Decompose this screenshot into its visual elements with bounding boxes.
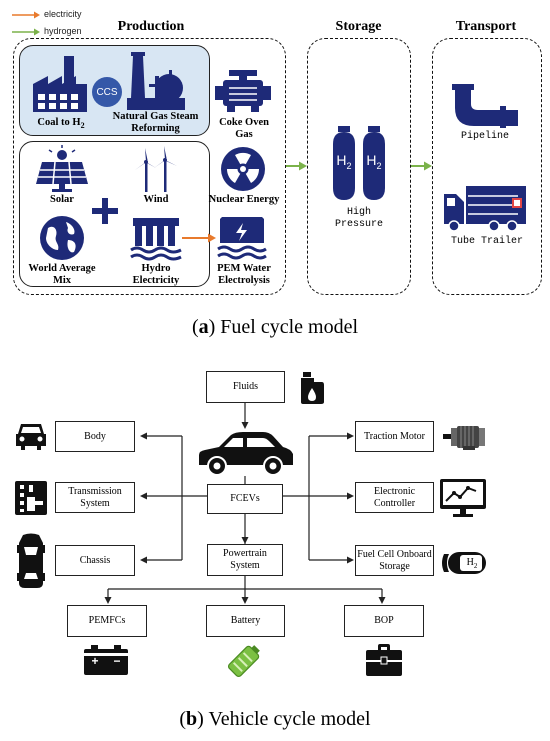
fluid-bottle-icon: [301, 372, 324, 404]
body-box: Body: [55, 421, 135, 452]
hydrogen-cylinder-icon: [442, 552, 486, 574]
renewable-group: [19, 141, 210, 287]
battery-plus-sign: +: [91, 654, 99, 668]
pem-electrolysis-icon: [217, 217, 267, 260]
coal-label: Coal to H2: [37, 117, 85, 131]
legend-hydrogen-label: hydrogen: [44, 26, 82, 36]
legend-electricity-arrow: [12, 11, 40, 19]
production-section: [13, 38, 286, 295]
storage-title: Storage: [335, 19, 382, 34]
coke-oven-icon: [215, 70, 271, 112]
fcev-car-icon: [199, 432, 293, 476]
transport-title: Transport: [455, 19, 517, 34]
coke-label: Coke Oven Gas: [219, 117, 269, 140]
fuel-cell-storage-box: Fuel Cell Onboard Storage: [355, 545, 434, 576]
pemfcs-box: PEMFCs: [67, 605, 147, 637]
tube-trailer-label: Tube Trailer: [450, 236, 523, 247]
fuel-cell-battery-icon: [84, 645, 128, 675]
body-car-icon: [16, 424, 46, 450]
toolbox-icon: [366, 644, 402, 676]
production-title: Production: [117, 19, 185, 34]
traction-motor-box: Traction Motor: [355, 421, 434, 452]
fluids-box: Fluids: [206, 371, 285, 403]
hydro-dam-icon: [130, 218, 182, 261]
transmission-box: Transmission System: [55, 482, 135, 513]
pipeline-icon: [452, 84, 518, 128]
powertrain-box: Powertrain System: [207, 544, 283, 576]
legend-electricity-label: electricity: [44, 9, 82, 19]
h2-label-right: H2: [366, 152, 382, 171]
pipeline-label: Pipeline: [460, 131, 509, 142]
bop-box: BOP: [344, 605, 424, 637]
wind-turbine-icon: [135, 146, 177, 192]
green-battery-icon: [227, 645, 260, 678]
hydro-label: Hydro Electricity: [132, 263, 180, 286]
coal-factory-icon: [33, 56, 87, 112]
chassis-box: Chassis: [55, 545, 135, 576]
monitor-chart-icon: [440, 479, 486, 517]
ccs-badge: CCS: [92, 77, 122, 107]
solar-label: Solar: [50, 194, 74, 205]
transport-section: [432, 38, 542, 295]
electronic-controller-box: Electronic Controller: [355, 482, 434, 513]
chassis-icon: [17, 533, 45, 588]
wind-label: Wind: [143, 194, 169, 205]
ngsr-label: Natural Gas Steam Reforming: [112, 111, 199, 134]
solar-panel-icon: [36, 145, 88, 192]
pem-label: PEM Water Electrolysis: [217, 263, 271, 286]
h2-tank-label: H2: [466, 557, 478, 570]
electricity-flow-arrow: [182, 233, 216, 243]
tube-trailer-icon: [444, 186, 526, 232]
plus-icon: [92, 198, 118, 224]
hydrogen-flow-arrow-to-transport: [411, 161, 432, 171]
fcevs-box: FCEVs: [207, 484, 283, 514]
battery-box: Battery: [206, 605, 285, 637]
nuclear-icon: [221, 147, 265, 191]
world-mix-label: World Average Mix: [28, 263, 96, 286]
high-pressure-label: High Pressure: [334, 207, 383, 230]
hydrogen-tank-icon: [333, 126, 385, 200]
caption-vehicle-cycle: (b) Vehicle cycle model: [179, 708, 371, 730]
battery-minus-sign: −: [113, 654, 121, 668]
h2-label-left: H2: [336, 152, 352, 171]
nuclear-label: Nuclear Energy: [208, 194, 280, 205]
hydrogen-flow-arrow-to-storage: [286, 161, 307, 171]
natural-gas-plant-icon: [127, 52, 185, 110]
electric-motor-icon: [443, 426, 485, 450]
gear-shift-icon: [15, 481, 47, 515]
caption-fuel-cycle: (a) Fuel cycle model: [191, 316, 359, 338]
globe-icon: [40, 216, 84, 260]
legend-hydrogen-arrow: [12, 28, 40, 36]
storage-section: [307, 38, 411, 295]
